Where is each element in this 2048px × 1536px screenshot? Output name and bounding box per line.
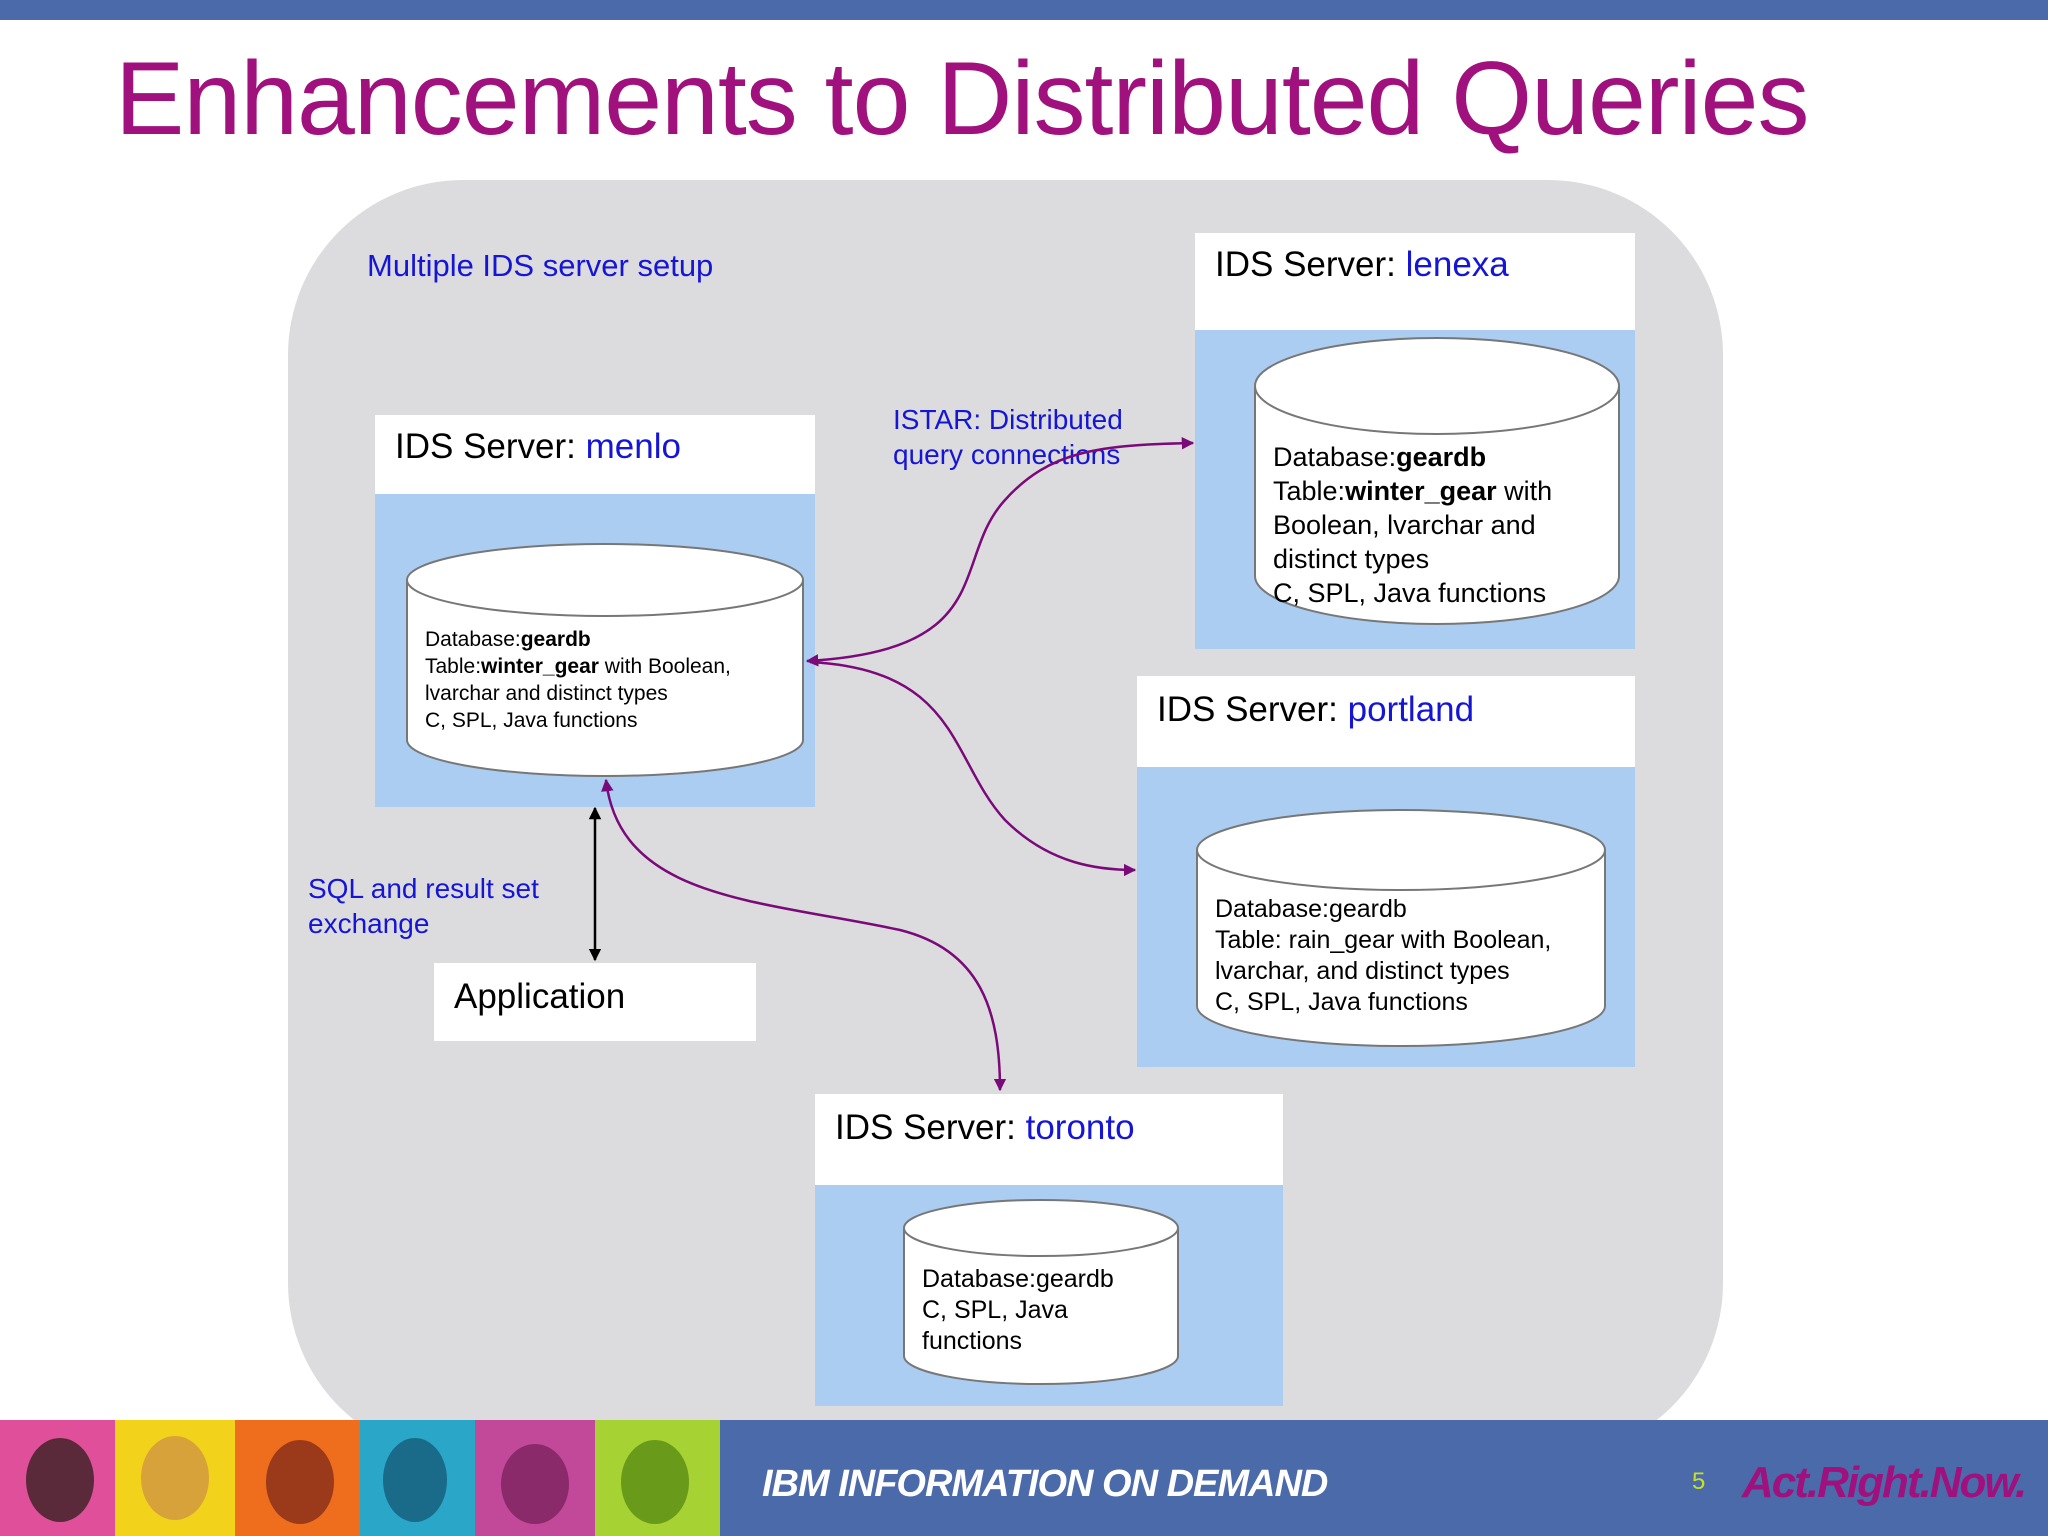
server-toronto: IDS Server: toronto Database:geardb C, S… [815,1094,1283,1406]
slide-title: Enhancements to Distributed Queries [115,41,1809,157]
page-number: 5 [1692,1468,1706,1495]
server-lenexa-header: IDS Server: lenexa [1195,233,1635,330]
server-menlo-name: menlo [585,427,681,466]
server-menlo-header: IDS Server: menlo [375,415,815,494]
server-lenexa-title: IDS Server: lenexa [1215,245,1509,284]
footer-photo-strip [0,1420,720,1536]
server-portland-name: portland [1347,690,1475,729]
sql-exchange-label: SQL and result set exchange [308,873,539,939]
database-info-menlo: Database:geardb Table:winter_gear with B… [425,628,731,732]
server-toronto-header: IDS Server: toronto [815,1094,1283,1185]
server-toronto-title: IDS Server: toronto [835,1108,1135,1147]
server-toronto-name: toronto [1025,1108,1135,1147]
top-bar [0,0,2048,20]
arrow-menlo-toronto [601,778,1007,1092]
server-portland-header: IDS Server: portland [1137,676,1635,767]
application-label: Application [454,977,626,1016]
database-cylinder-menlo: Database:geardb Table:winter_gear with B… [405,542,805,778]
database-cylinder-portland: Database:geardb Table: rain_gear with Bo… [1195,806,1607,1050]
footer-tagline-logo: Act.Right.Now. [1742,1458,2027,1507]
server-portland: IDS Server: portland Database:geardb Tab… [1137,676,1635,1067]
database-info-lenexa: Database:geardb Table:winter_gear with B… [1273,442,1553,608]
database-cylinder-toronto: Database:geardb C, SPL, Java functions [902,1198,1180,1386]
setup-label: Multiple IDS server setup [367,248,714,283]
server-menlo: IDS Server: menlo Database:geardb Table:… [375,415,815,807]
server-portland-title: IDS Server: portland [1157,690,1475,729]
database-cylinder-lenexa: Database:geardb Table:winter_gear with B… [1253,336,1621,626]
database-info-portland: Database:geardb Table: rain_gear with Bo… [1215,895,1552,1016]
server-menlo-title: IDS Server: menlo [395,427,681,466]
arrow-menlo-lenexa [805,436,1195,667]
footer-brand: IBM INFORMATION ON DEMAND [762,1463,1328,1505]
arrow-menlo-portland [809,660,1137,877]
server-lenexa: IDS Server: lenexa Database:geardb Table… [1195,233,1635,649]
server-lenexa-name: lenexa [1405,245,1509,284]
database-info-toronto: Database:geardb C, SPL, Java functions [922,1265,1114,1355]
